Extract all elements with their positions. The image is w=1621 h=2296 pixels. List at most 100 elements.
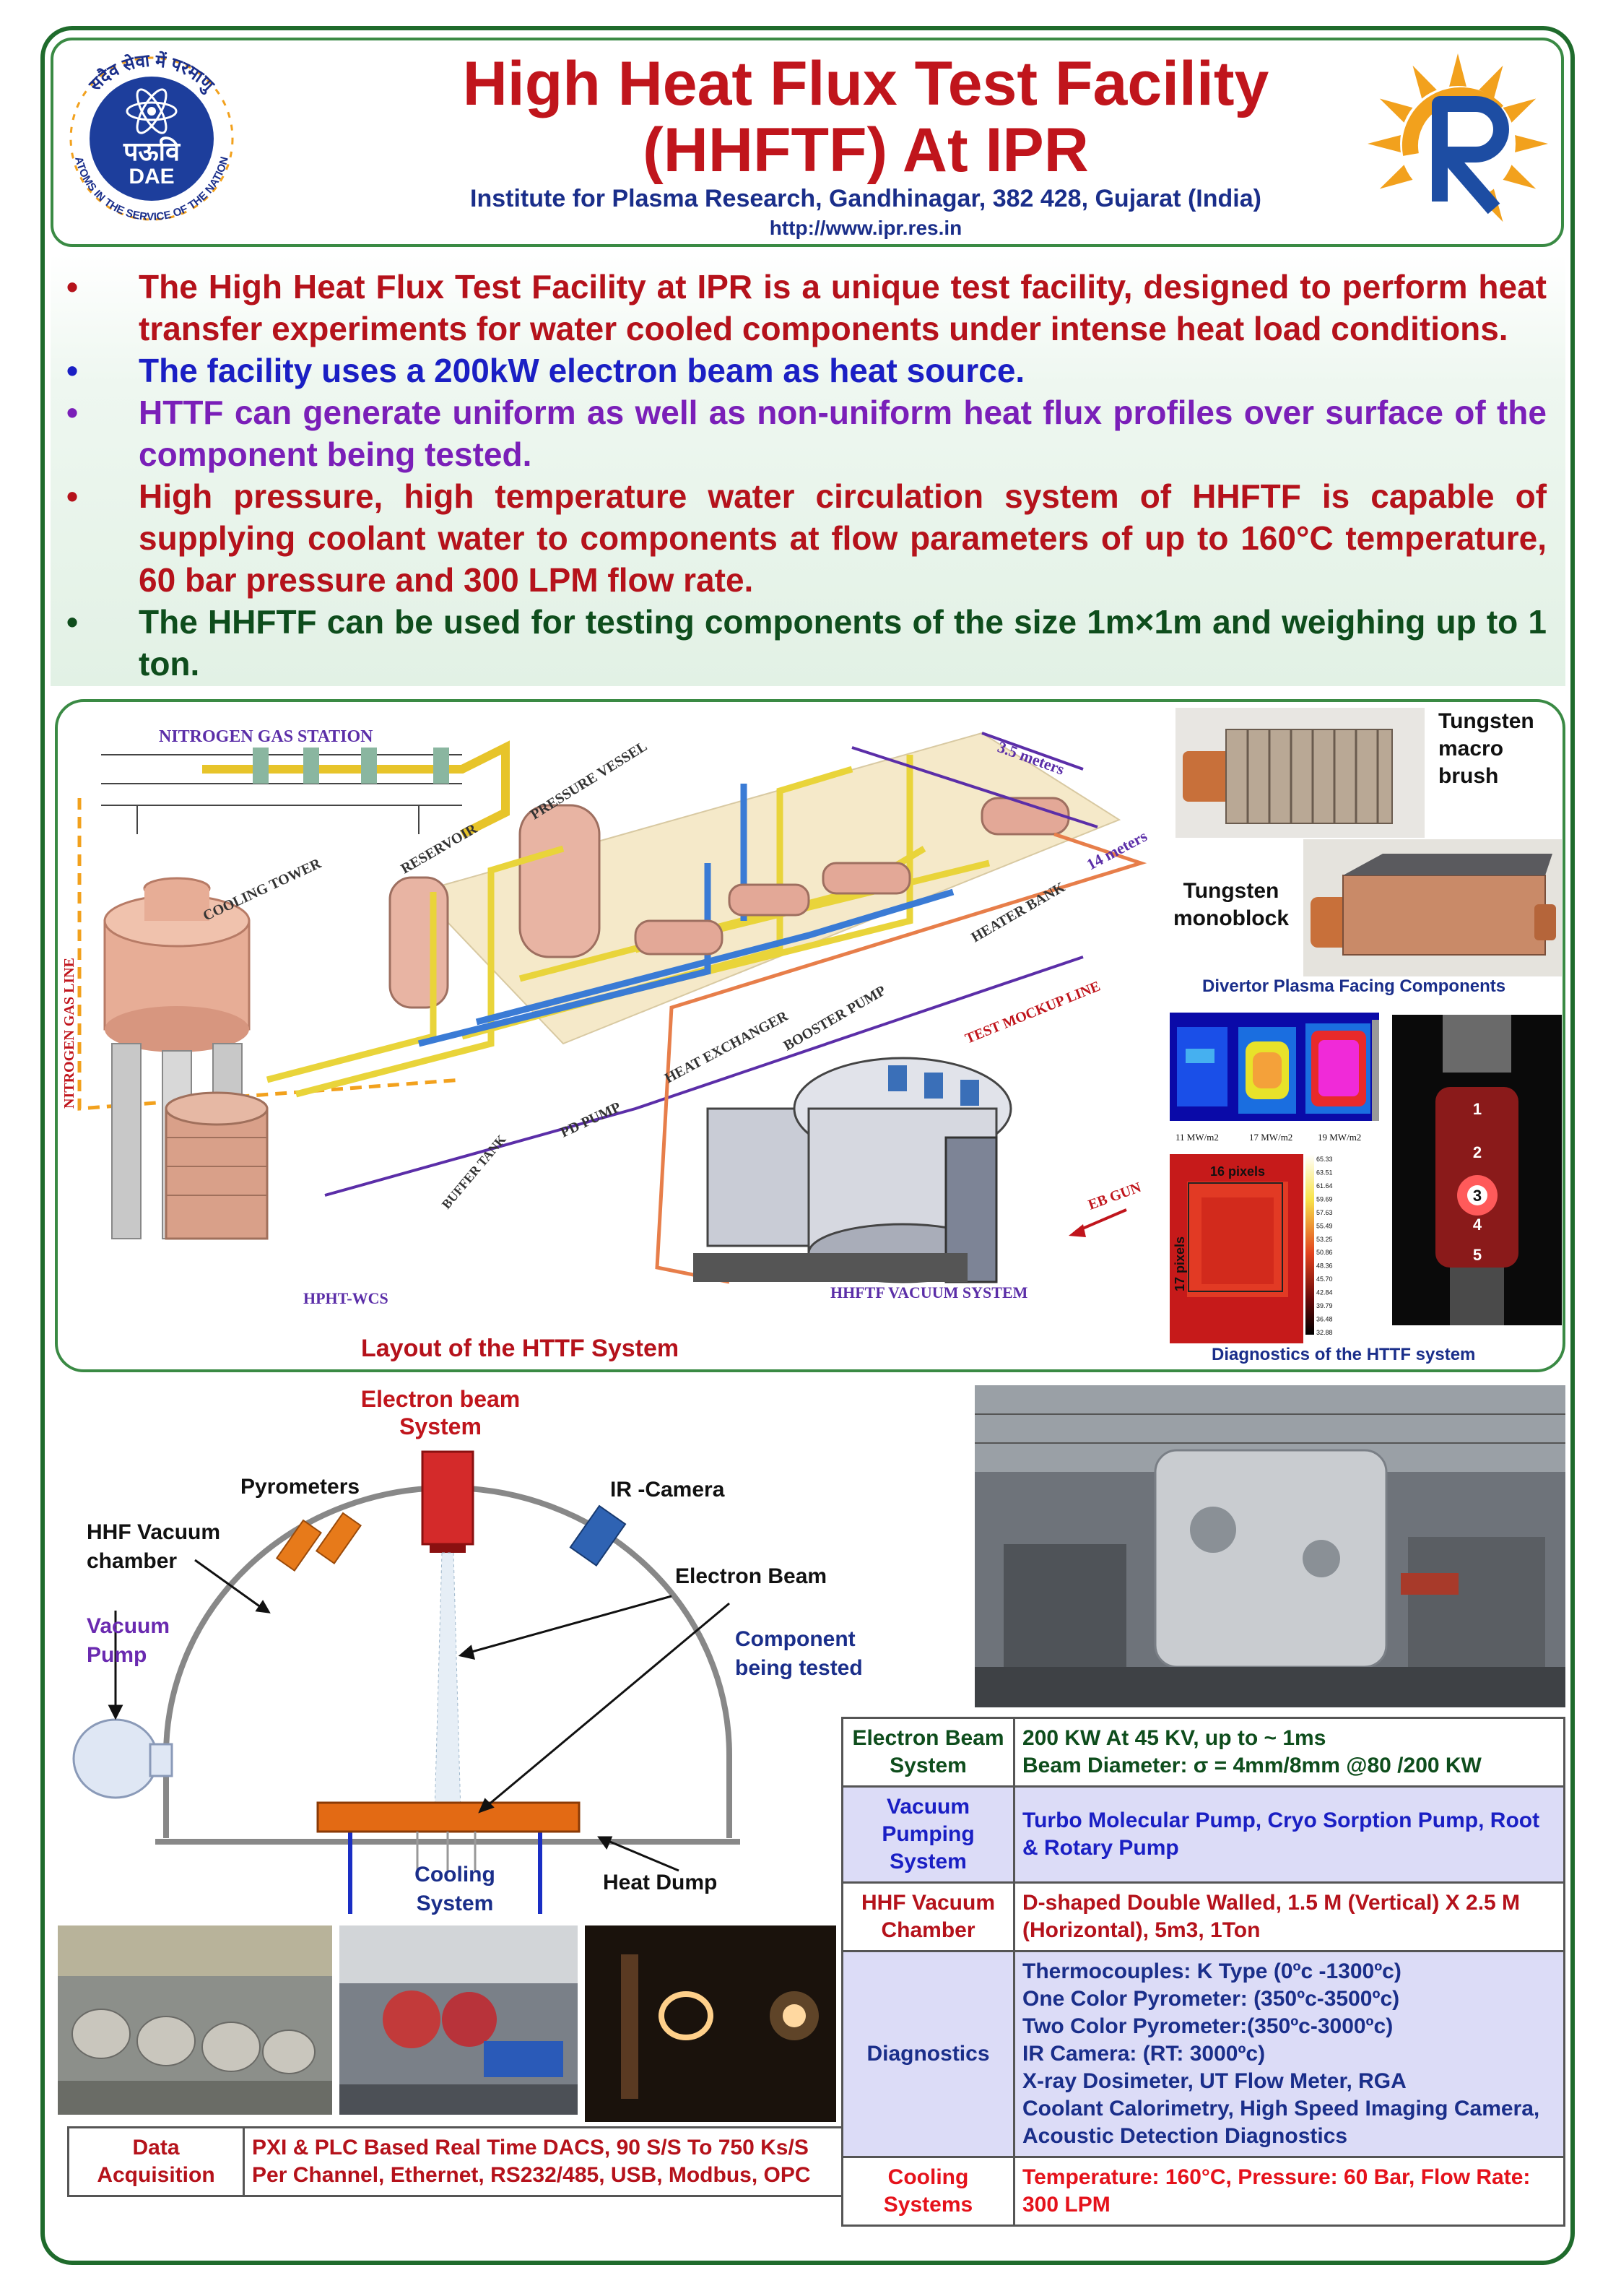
spec-label: Vacuum Pumping System	[841, 1785, 1015, 1884]
spec-label: HHF Vacuum Chamber	[841, 1881, 1015, 1952]
label-component-tested: Component being tested	[735, 1627, 863, 1680]
label-test-mockup-line: TEST MOCKUP LINE	[963, 978, 1103, 1047]
electron-beam-glow-photo	[585, 1925, 836, 2122]
vacuum-chamber-schematic	[72, 1450, 740, 1914]
spec-value-line: One Color Pyrometer: (350ºc-3500ºc)	[1022, 1987, 1400, 2011]
spot-number: 3	[1473, 1187, 1482, 1205]
bullet-item: •The facility uses a 200kW electron beam…	[66, 352, 1025, 389]
scale-value: 53.25	[1316, 1236, 1333, 1243]
scale-value: 42.84	[1316, 1289, 1333, 1296]
label-hpht-wcs: HPHT-WCS	[303, 1289, 388, 1307]
bullet-item: •The High Heat Flux Test Facility at IPR…	[66, 268, 1547, 347]
spec-value-line: X-ray Dosimeter, UT Flow Meter, RGA	[1022, 2069, 1407, 2093]
bullet-item: •High pressure, high temperature water c…	[66, 477, 1547, 599]
label-pd-pump: PD PUMP	[558, 1099, 623, 1141]
poster-frame	[40, 26, 1575, 2265]
title-line-1: High Heat Flux Test Facility	[462, 49, 1269, 118]
spec-value-line: Beam Diameter: σ = 4mm/8mm @80 /200 KW	[1022, 1754, 1482, 1777]
label-nitrogen-station: NITROGEN GAS STATION	[159, 727, 373, 746]
scale-value: 61.64	[1316, 1182, 1333, 1190]
label-pressure-vessel: PRESSURE VESSEL	[528, 738, 650, 823]
cooling-plant-photo	[58, 1925, 332, 2115]
spec-value-line: 200 KW At 45 KV, up to ~ 1ms	[1022, 1726, 1326, 1750]
pump-skid-photo	[339, 1925, 578, 2115]
spec-value: Thermocouples: K Type (0ºc -1300ºc) One C…	[1013, 1950, 1565, 2158]
spec-label: Diagnostics	[841, 1950, 1015, 2158]
label-booster-pump: BOOSTER PUMP	[781, 983, 889, 1054]
tungsten-monoblock-label: Tungsten monoblock	[1173, 879, 1290, 930]
spec-value-line: IR Camera: (RT: 3000ºc)	[1022, 2042, 1266, 2066]
title-line-2: (HHFTF) At IPR	[643, 116, 1089, 185]
ir-pixel-heatmap: 16 pixels 17 pixels 65.33 63.51 61.64 59.69…	[1170, 1154, 1343, 1343]
diagnostics-caption: Diagnostics of the HTTF system	[1212, 1345, 1476, 1364]
plant-layout-diagram: NITROGEN GAS STATION NITROGEN GAS LINE C…	[61, 727, 1150, 1307]
label-ir-camera: IR -Camera	[610, 1478, 725, 1502]
scale-value: 55.49	[1316, 1222, 1333, 1229]
spot-number: 2	[1473, 1143, 1482, 1161]
layout-caption: Layout of the HTTF System	[361, 1335, 679, 1362]
ir-label-2: 17 MW/m2	[1249, 1132, 1292, 1143]
label-reservoir: RESERVOIR	[399, 820, 481, 877]
scale-value: 63.51	[1316, 1169, 1333, 1176]
label-vacuum-pump: Vacuum Pump	[87, 1614, 170, 1667]
ipr-logo-icon	[1368, 53, 1548, 222]
label-dim-14: 14 meters	[1084, 826, 1150, 873]
pixels-vertical-label: 17 pixels	[1173, 1236, 1187, 1291]
dae-logo-sub: DAE	[129, 165, 174, 189]
poster-header: सदैव सेवा में परमाणु ATOMS IN THE SERVIC…	[51, 38, 1564, 247]
label-buffer-tank: BUFFER TANK	[439, 1132, 509, 1212]
label-electron-beam-system: Electron beam System	[360, 1386, 521, 1439]
spec-value-line: Two Color Pyrometer:(350ºc-3000ºc)	[1022, 2014, 1394, 2038]
label-hhf-vacuum-chamber: HHF Vacuum chamber	[87, 1520, 221, 1573]
bullet-item: •HTTF can generate uniform as well as no…	[66, 394, 1547, 473]
scale-value: 59.69	[1316, 1195, 1333, 1203]
spec-value-line: D-shaped Double Walled, 1.5 M (Vertical)…	[1022, 1891, 1521, 1942]
scale-value: 36.48	[1316, 1316, 1333, 1323]
ir-label-3: 19 MW/m2	[1318, 1132, 1361, 1143]
scale-value: 32.88	[1316, 1329, 1333, 1336]
dae-logo-text: पऊवि	[123, 137, 181, 166]
dae-logo-icon: सदैव सेवा में परमाणु ATOMS IN THE SERVIC…	[69, 51, 234, 223]
spot-number: 4	[1473, 1216, 1482, 1234]
label-eb-gun: EB GUN	[1086, 1179, 1144, 1213]
institute-address: Institute for Plasma Research, Gandhinag…	[470, 185, 1261, 212]
spec-value-line: Thermocouples: K Type (0ºc -1300ºc)	[1022, 1959, 1401, 1983]
data-acquisition-table: Data Acquisition PXI & PLC Based Real Ti…	[67, 2126, 843, 2197]
label-cooling-tower: COOLING TOWER	[201, 855, 324, 924]
tungsten-macro-brush-photo	[1175, 708, 1425, 838]
spot-number: 1	[1473, 1100, 1482, 1118]
spec-value: Turbo Molecular Pump, Cryo Sorption Pump…	[1013, 1785, 1565, 1884]
divertor-caption: Divertor Plasma Facing Components	[1202, 976, 1506, 996]
label-cooling-system: Cooling System	[414, 1863, 495, 1915]
spec-label: Cooling Systems	[841, 2156, 1015, 2227]
spec-value-line: Coolant Calorimetry, High Speed Imaging …	[1022, 2097, 1540, 2148]
tungsten-monoblock-photo	[1303, 839, 1562, 976]
scale-value: 50.86	[1316, 1249, 1333, 1256]
scale-value: 48.36	[1316, 1262, 1333, 1270]
spot-number: 5	[1473, 1246, 1482, 1264]
label-electron-beam: Electron Beam	[675, 1564, 827, 1588]
scale-value: 39.79	[1316, 1302, 1333, 1309]
data-acquisition-value: PXI & PLC Based Real Time DACS, 90 S/S T…	[243, 2126, 843, 2197]
tungsten-macro-label: Tungsten macro brush	[1438, 709, 1534, 788]
scale-value: 57.63	[1316, 1209, 1333, 1216]
bullet-item: •The HHFTF can be used for testing compo…	[66, 603, 1547, 683]
bullet-panel: •The High Heat Flux Test Facility at IPR…	[51, 254, 1565, 686]
scale-value: 65.33	[1316, 1156, 1333, 1163]
label-heat-dump: Heat Dump	[603, 1871, 718, 1894]
ir-label-1: 11 MW/m2	[1175, 1132, 1219, 1143]
spec-value: Temperature: 160°C, Pressure: 60 Bar, Fl…	[1013, 2156, 1565, 2227]
label-nitrogen-line: NITROGEN GAS LINE	[61, 958, 77, 1109]
table-row: Data Acquisition PXI & PLC Based Real Ti…	[67, 2126, 843, 2197]
data-acquisition-label: Data Acquisition	[67, 2126, 245, 2197]
institute-url: http://www.ipr.res.in	[769, 217, 962, 239]
facility-lab-photo	[975, 1385, 1565, 1707]
pixels-horizontal-label: 16 pixels	[1210, 1164, 1265, 1179]
